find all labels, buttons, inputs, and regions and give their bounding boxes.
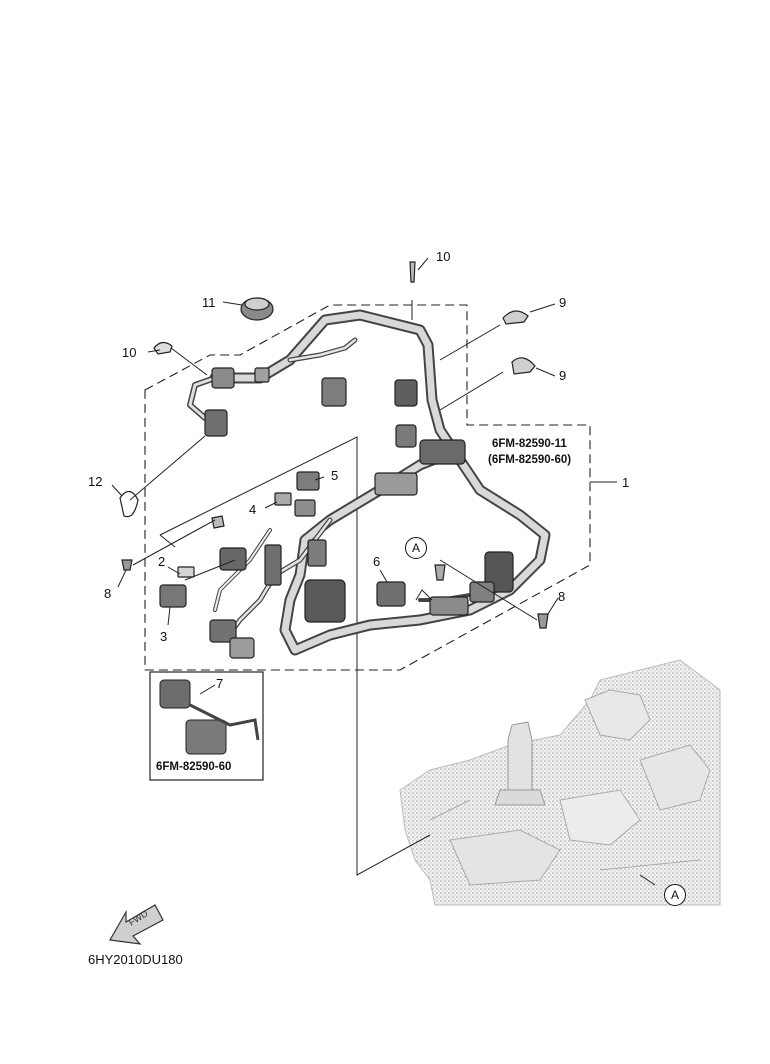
part-number-inset: 6FM-82590-60 <box>156 761 232 773</box>
assembly-dashed-outline <box>144 304 591 671</box>
reference-marker-a-harness: A <box>405 537 427 559</box>
callout-9-lower: 9 <box>559 368 567 383</box>
part-number-main-alt: (6FM-82590-60) <box>488 454 572 466</box>
leader-lines <box>111 257 656 886</box>
callout-11: 11 <box>202 295 216 310</box>
callout-10-top: 10 <box>436 249 451 264</box>
callout-10-left: 10 <box>122 345 137 360</box>
callout-3: 3 <box>160 629 168 644</box>
callout-6: 6 <box>373 554 381 569</box>
callout-2: 2 <box>158 554 166 569</box>
drawing-code: 6HY2010DU180 <box>88 952 183 967</box>
sub-assembly-outline <box>159 436 431 876</box>
callout-1: 1 <box>622 475 630 490</box>
variant-inset-box <box>149 671 264 781</box>
callout-4: 4 <box>249 502 257 517</box>
callout-8-right: 8 <box>558 589 566 604</box>
callout-7: 7 <box>216 676 224 691</box>
callout-9-upper: 9 <box>559 295 567 310</box>
callout-5: 5 <box>331 468 339 483</box>
part-number-main: 6FM-82590-11 <box>492 438 567 450</box>
engine-block-background <box>399 659 721 906</box>
loose-parts <box>119 261 549 629</box>
forward-direction-arrow-icon <box>109 904 164 945</box>
callout-8-left: 8 <box>104 586 112 601</box>
callout-12: 12 <box>88 474 103 489</box>
reference-marker-a-engine: A <box>664 884 686 906</box>
harness-connectors <box>204 367 514 659</box>
